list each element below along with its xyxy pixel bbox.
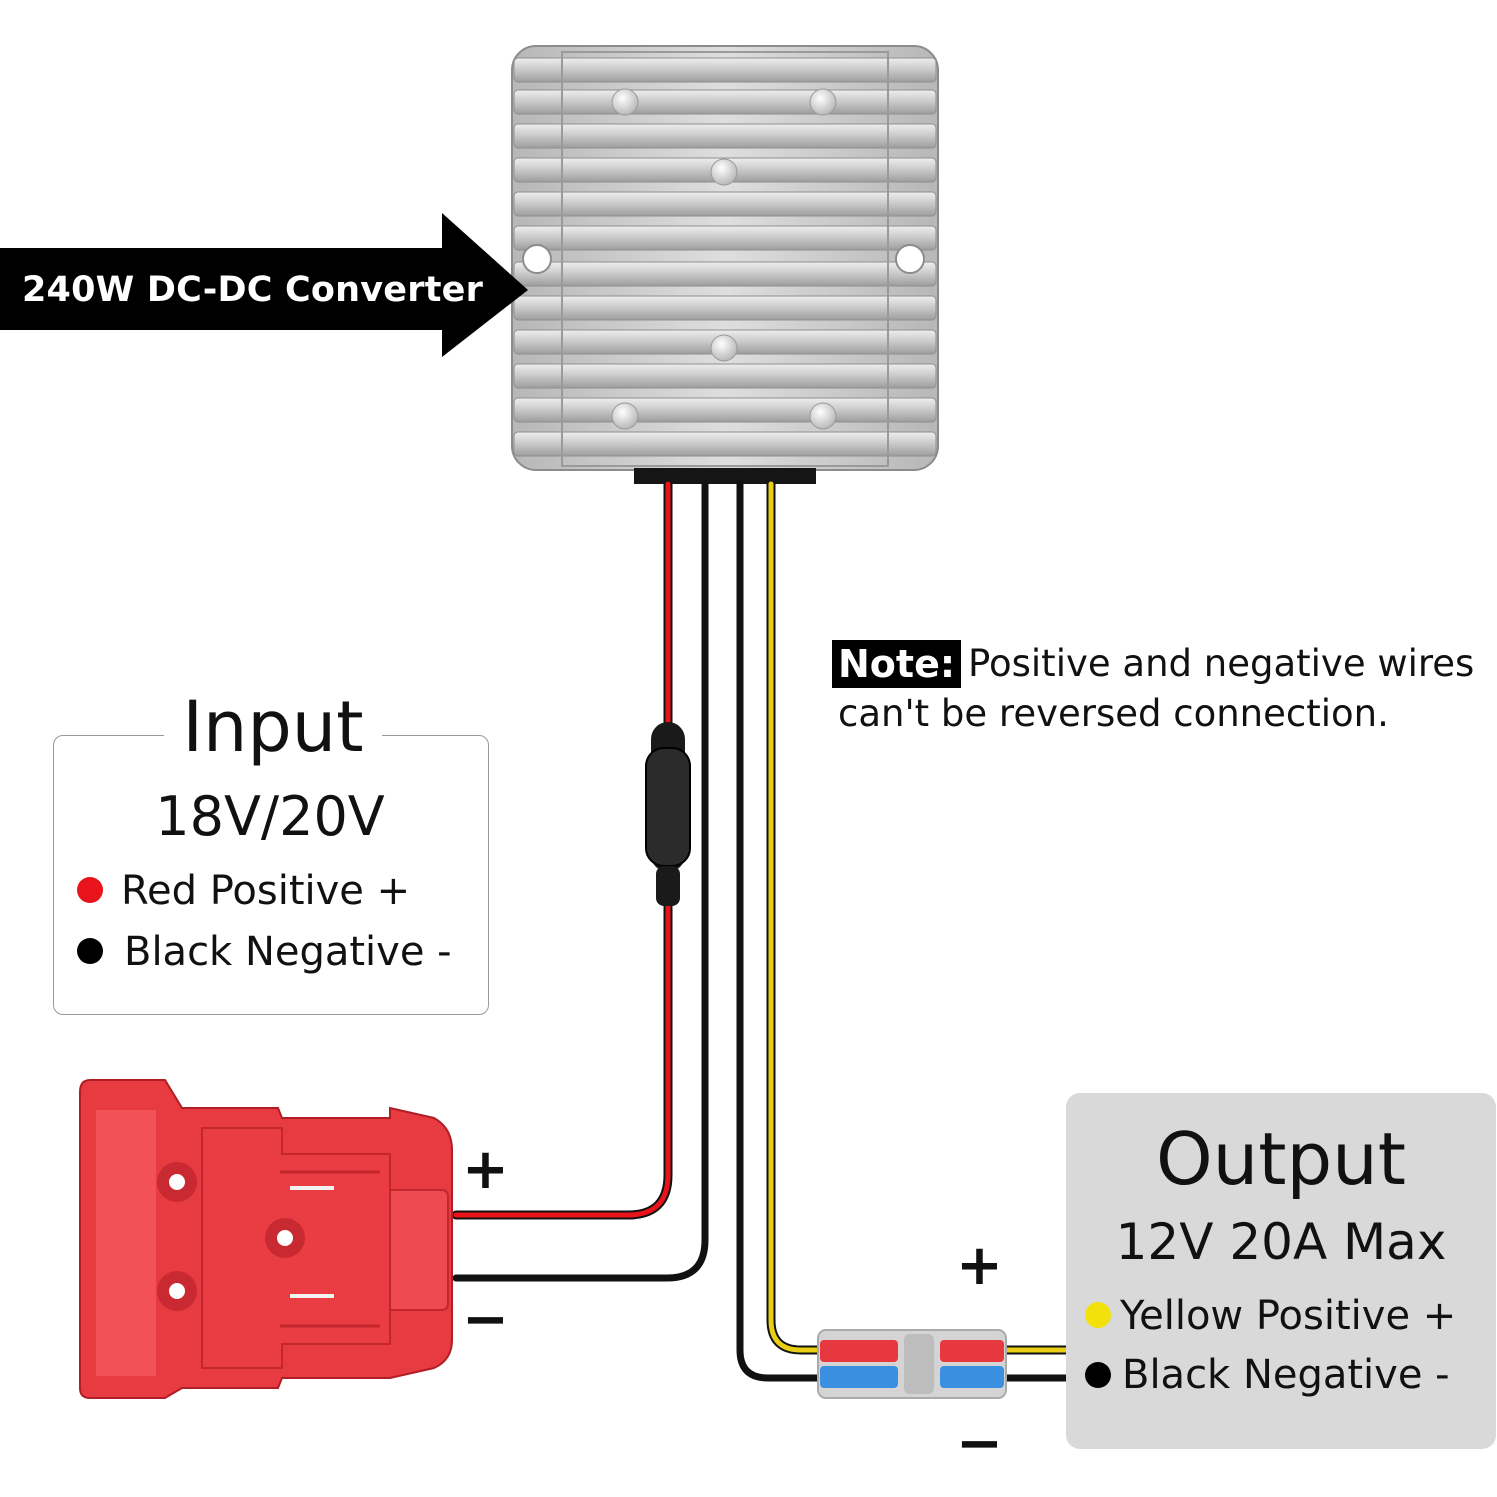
black-output-wire (736, 480, 826, 1382)
input-minus-sign: − (462, 1287, 509, 1352)
output-panel (1066, 1093, 1496, 1449)
output-plus-sign: + (956, 1233, 1003, 1298)
note-line-1: Positive and negative wires (968, 642, 1475, 685)
heatsink-fin (513, 431, 937, 457)
note-line-2: can't be reversed connection. (838, 692, 1389, 735)
heatsink-fin (513, 261, 937, 287)
input-plus-sign: + (462, 1137, 509, 1202)
input-title: Input (164, 684, 382, 770)
lever-wire-connector (817, 1329, 1007, 1399)
heatsink-fin (513, 295, 937, 321)
screw-icon (611, 88, 639, 116)
heatsink-fin (513, 89, 937, 115)
output-spec: 12V 20A Max (1115, 1213, 1447, 1271)
battery-adapter (79, 1079, 453, 1399)
input-voltage: 18V/20V (155, 785, 385, 848)
wire-outlet (634, 468, 816, 484)
output-minus-sign: − (956, 1411, 1003, 1476)
heatsink-fin (513, 397, 937, 423)
heatsink-fin (513, 191, 937, 217)
heatsink-fin (513, 123, 937, 149)
dc-dc-converter (511, 45, 939, 484)
converter-label: 240W DC-DC Converter (22, 270, 484, 310)
heatsink-fins (513, 57, 937, 457)
screw-icon (809, 402, 837, 430)
black-dot-icon (77, 938, 103, 964)
output-legend-positive: Yellow Positive + (1120, 1293, 1457, 1339)
black-negative-wire (452, 480, 709, 1282)
converter-arrow (0, 213, 528, 357)
yellow-positive-wire (766, 479, 827, 1355)
wires (451, 479, 1071, 1382)
output-legend-negative: Black Negative - (1122, 1352, 1450, 1398)
heatsink-fin (513, 225, 937, 251)
screw-icon (710, 334, 738, 362)
output-title: Output (1155, 1117, 1407, 1201)
note-tag: Note: (832, 640, 962, 688)
yellow-dot-icon (1085, 1302, 1111, 1328)
inline-fuse-holder (645, 722, 691, 906)
heatsink-fin (513, 57, 937, 83)
input-legend-negative: Black Negative - (124, 929, 452, 975)
red-dot-icon (77, 877, 103, 903)
screw-icon (710, 158, 738, 186)
screw-icon (611, 402, 639, 430)
input-legend-positive: Red Positive + (121, 868, 411, 914)
heatsink-fin (513, 363, 937, 389)
mount-hole-icon (895, 244, 925, 274)
mount-hole-icon (522, 244, 552, 274)
screw-icon (809, 88, 837, 116)
black-dot-icon (1085, 1362, 1111, 1388)
